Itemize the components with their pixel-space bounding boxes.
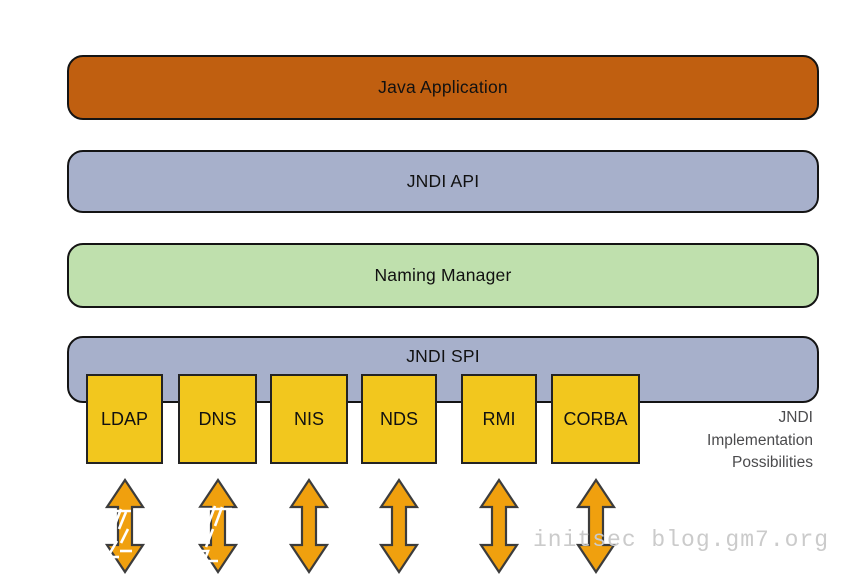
connection-arrow-rmi (478, 478, 520, 574)
provider-box-dns: DNS (178, 374, 257, 464)
provider-box-nis: NIS (270, 374, 348, 464)
connection-arrow-dns (194, 478, 239, 574)
provider-label-nis: NIS (293, 408, 324, 429)
provider-label-nds: NDS (379, 408, 418, 429)
connection-arrow-ldap (100, 478, 146, 574)
glitch-marks (194, 505, 232, 563)
side-note: JNDI Implementation Possibilities (707, 407, 813, 475)
provider-box-rmi: RMI (461, 374, 537, 464)
side-note-line: JNDI (778, 409, 813, 426)
double-arrow-icon (378, 478, 420, 574)
layer-label-jndi-api: JNDI API (406, 171, 480, 191)
connection-arrow-nds (378, 478, 420, 574)
side-note-line: Implementation (707, 431, 813, 449)
side-note-line: Possibilities (732, 454, 813, 471)
layer-bar-jndi-api: JNDI API (67, 150, 819, 213)
layer-label-jndi-spi: JNDI SPI (406, 346, 480, 366)
double-arrow-icon (100, 478, 146, 574)
provider-label-dns: DNS (198, 408, 237, 429)
provider-box-ldap: LDAP (86, 374, 163, 464)
provider-box-corba: CORBA (551, 374, 640, 464)
connection-arrow-nis (288, 478, 330, 574)
provider-label-rmi: RMI (482, 408, 516, 429)
double-arrow-icon (575, 478, 617, 574)
double-arrow-icon (194, 478, 239, 574)
double-arrow-icon (478, 478, 520, 574)
layer-label-naming-manager: Naming Manager (374, 265, 512, 285)
glitch-marks (100, 508, 132, 559)
provider-box-nds: NDS (361, 374, 437, 464)
provider-label-ldap: LDAP (100, 408, 149, 429)
layer-label-java-application: Java Application (378, 77, 508, 97)
layer-bar-java-application: Java Application (67, 55, 819, 120)
layer-bar-naming-manager: Naming Manager (67, 243, 819, 308)
watermark: initsec blog.gm7.org (533, 527, 830, 553)
double-arrow-icon (288, 478, 330, 574)
connection-arrow-corba (575, 478, 617, 574)
provider-label-corba: CORBA (563, 408, 628, 429)
